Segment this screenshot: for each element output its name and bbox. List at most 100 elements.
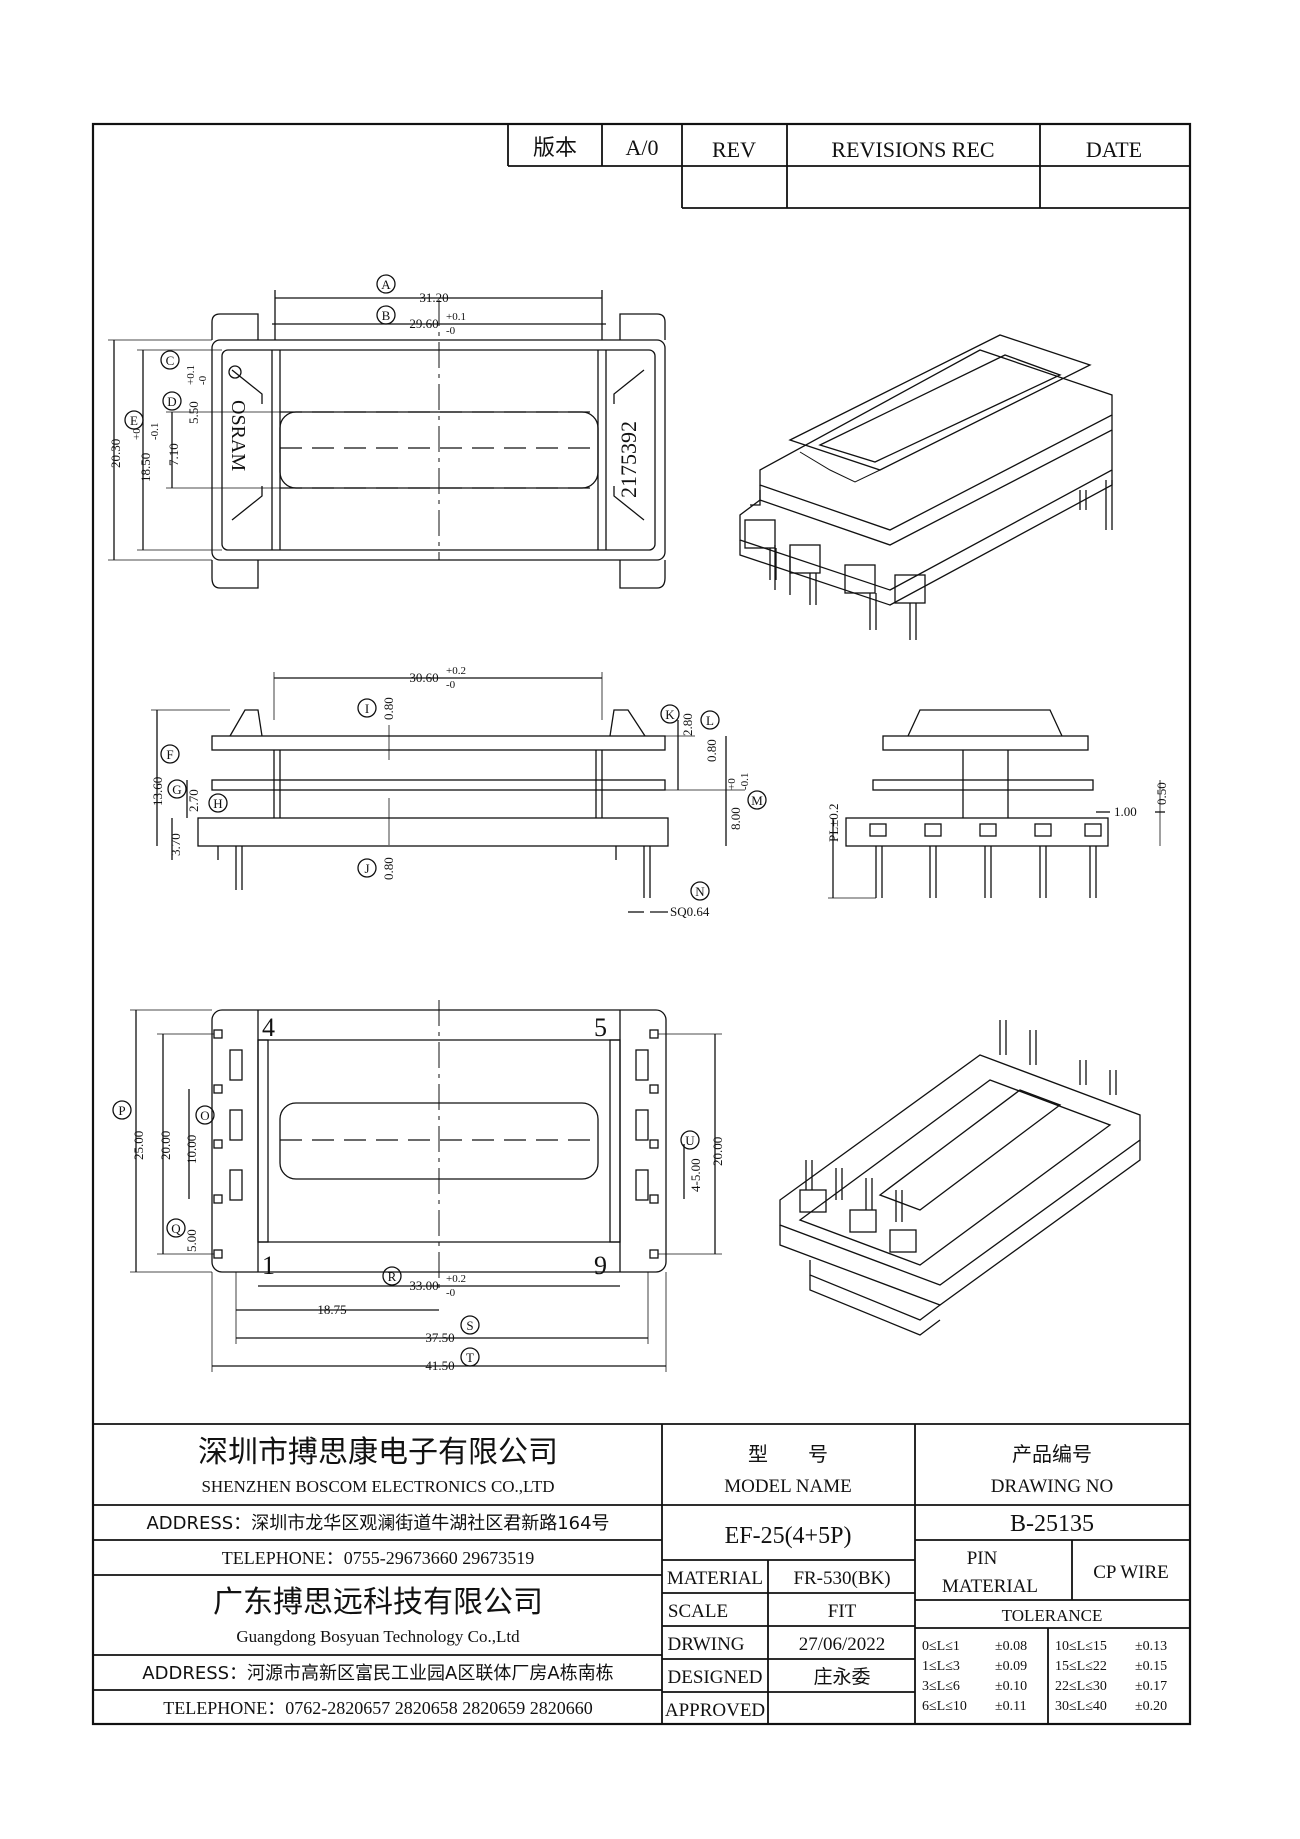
marker-f: F [166,747,173,762]
dim-b-tol-upper: +0.1 [446,311,466,323]
pin-9-label: 9 [594,1251,607,1280]
pin-1-label: 1 [262,1251,275,1280]
pin-5-label: 5 [594,1013,607,1042]
tolerance-cell: ±0.08 [995,1639,1027,1654]
marker-k: K [665,707,675,722]
version-label: 版本 [533,136,577,161]
tolerance-cell: 0≤L≤1 [922,1639,960,1654]
tolerance-cell: ±0.13 [1135,1639,1167,1654]
address1: ADDRESS：深圳市龙华区观澜街道牛湖社区君新路164号 [146,1513,609,1534]
dim-b-tol-lower: -0 [446,325,456,337]
dim-h-value: 3.70 [168,833,183,856]
marker-d: D [167,394,176,409]
dim-a-value: 31.20 [419,290,448,305]
dim-b-value: 29.60 [409,316,438,331]
dim-e-value: 18.50 [138,453,153,482]
tolerance-cell: 1≤L≤3 [922,1659,960,1674]
pin-material-label-1: PIN [967,1548,998,1569]
marker-c: C [166,353,175,368]
tolerance-label: TOLERANCE [1002,1606,1103,1625]
dim-c-tol-lower: -0 [197,375,209,385]
approved-label: APPROVED [665,1700,765,1721]
material-value: FR-530(BK) [793,1568,890,1589]
telephone2: TELEPHONE：0762-2820657 2820658 2820659 2… [163,1698,592,1718]
dim-g-value: 2.70 [186,789,201,812]
designed-label: DESIGNED [668,1667,763,1688]
dim-d-value: 7.10 [166,443,181,466]
dim-m-tol-lower: -0.1 [739,773,751,790]
dim-inner-value: 10.00 [184,1135,199,1164]
side-dim-width-value: 30.60 [409,670,438,685]
tolerance-cell: 6≤L≤10 [922,1699,967,1714]
drawing-no-label-en: DRAWING NO [991,1476,1114,1497]
dim-pitch-value: 4-5.00 [688,1158,703,1192]
end-pl-label: PL±0.2 [826,803,841,842]
dim-p-value: 25.00 [131,1131,146,1160]
tolerance-cell: ±0.17 [1135,1679,1167,1694]
side-dim-width-tol-upper: +0.2 [446,665,466,677]
drawing-no-value: B-25135 [1010,1511,1094,1537]
marker-p: P [118,1103,125,1118]
marker-h: H [213,796,222,811]
dim-o-value: 20.00 [158,1131,173,1160]
tolerance-cell: ±0.09 [995,1659,1027,1674]
dim-l-value: 0.80 [704,739,719,762]
dim-f-value: 13.60 [150,777,165,806]
pin-4-label: 4 [262,1013,275,1042]
drwing-value: 27/06/2022 [799,1634,886,1655]
dim-n-value: SQ0.64 [670,904,710,919]
designed-value: 庄永委 [813,1666,870,1688]
end-pin-dim: 1.00 [1114,804,1137,819]
dim-r-tol-upper: +0.2 [446,1273,466,1285]
pin-material-value: CP WIRE [1093,1562,1168,1583]
bottom-view: 4 5 1 9 P 25.00 20.00 O 10.00 Q 5.00 20.… [112,1000,725,1373]
company2-cn: 广东搏思远科技有限公司 [213,1585,543,1620]
dim-r-tol-lower: -0 [446,1287,456,1299]
dim-e-tol-upper: +0 [131,428,143,440]
drawing-frame [91,122,1192,1726]
dim-s-value: 37.50 [425,1330,454,1345]
marker-g: G [172,782,181,797]
dim-t-value: 41.50 [425,1358,454,1373]
scale-value: FIT [828,1601,857,1622]
tolerance-cell: ±0.20 [1135,1699,1167,1714]
marker-l: L [706,713,714,728]
revision-table: 版本 A/0 REV REVISIONS REC DATE [507,124,1190,209]
dim-m-value: 8.00 [728,807,743,830]
company1-cn: 深圳市搏思康电子有限公司 [198,1435,558,1470]
scale-label: SCALE [668,1601,728,1622]
dim-q-value: 5.00 [184,1229,199,1252]
marker-r: R [388,1269,397,1284]
marker-o: O [200,1108,209,1123]
side-dim-width-tol-lower: -0 [446,679,456,691]
material-label: MATERIAL [667,1568,763,1589]
tolerance-cell: ±0.15 [1135,1659,1167,1674]
end-view: PL±0.2 1.00 0.50 [826,709,1169,899]
marker-q: Q [171,1221,181,1236]
tolerance-cell: ±0.11 [995,1699,1027,1714]
tolerance-cell: 15≤L≤22 [1055,1659,1107,1674]
dim-e-tol-lower: -0.1 [149,423,161,440]
tolerance-cell: 22≤L≤30 [1055,1679,1107,1694]
dim-half-value: 18.75 [317,1302,346,1317]
marker-j: J [364,861,369,876]
marker-s: S [466,1318,473,1333]
dim-r-value: 33.00 [409,1278,438,1293]
pin-material-label-2: MATERIAL [942,1576,1038,1597]
date-header: DATE [1086,137,1142,162]
dim-m-tol-upper: +0 [726,778,738,790]
part-number-text: 2175392 [616,421,641,498]
top-view: OSRAM 2175392 A 31.20 B 29.60 +0.1 -0 20… [108,274,666,589]
dim-c-value: 5.50 [186,401,201,424]
marker-b: B [382,308,391,323]
dim-overall-height: 20.30 [108,439,123,468]
marker-a: A [381,277,391,292]
tolerance-cell: 10≤L≤15 [1055,1639,1107,1654]
revisions-rec-header: REVISIONS REC [831,137,994,162]
drawing-no-label-cn: 产品编号 [1012,1442,1092,1466]
model-value: EF-25(4+5P) [725,1523,852,1549]
rev-header: REV [712,137,756,162]
company1-en: SHENZHEN BOSCOM ELECTRONICS CO.,LTD [201,1477,554,1496]
isometric-view-bottom [779,1020,1141,1336]
